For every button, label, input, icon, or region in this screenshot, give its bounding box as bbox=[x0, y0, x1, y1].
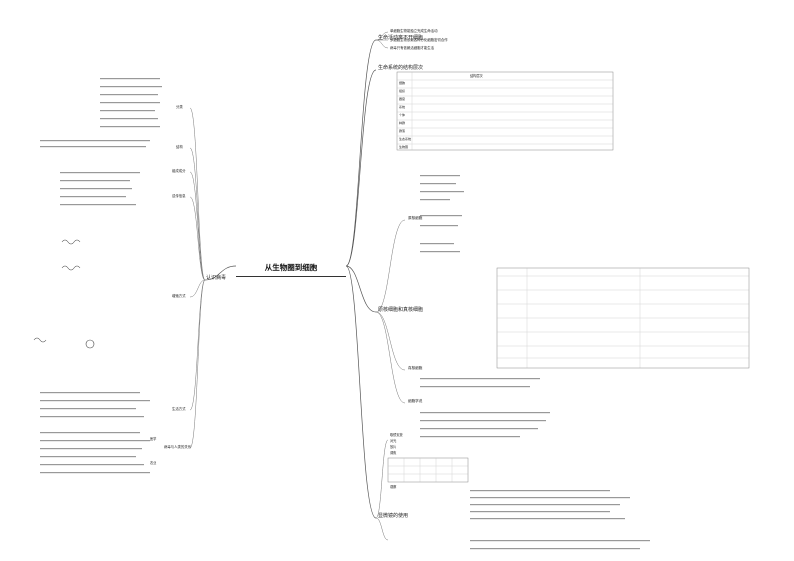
microscope-step: 取镜安放 bbox=[390, 433, 403, 437]
center-topic[interactable]: 从生物圈到细胞 bbox=[236, 258, 346, 277]
level-row: 组织 bbox=[399, 89, 406, 93]
virus-capsid-icon bbox=[85, 339, 95, 349]
level-row: 群落 bbox=[399, 129, 406, 133]
levels-table-header: 结构层次 bbox=[470, 74, 483, 78]
level-row: 系统 bbox=[399, 105, 406, 109]
branch-cells[interactable]: 原核细胞和真核细胞 bbox=[378, 307, 424, 313]
branch-levels[interactable]: 生命系统的结构层次 bbox=[378, 65, 424, 71]
cell-type-eukaryote: 真核细胞 bbox=[408, 366, 423, 370]
connector-microscope bbox=[345, 265, 377, 519]
reading-genetic: 遗传信息 bbox=[172, 194, 186, 198]
level-row: 个体 bbox=[399, 113, 406, 117]
activity-item-3: 病毒只有依赖活细胞才能生活 bbox=[390, 46, 435, 50]
reading-harm: 病毒与人类的关系 bbox=[164, 445, 192, 449]
reading-classify: 分类 bbox=[176, 105, 183, 109]
dna-strand-icon bbox=[61, 265, 81, 271]
branch-microscope[interactable]: 显微镜的使用 bbox=[378, 513, 409, 519]
connector-reading bbox=[204, 265, 237, 281]
connector-activity bbox=[345, 39, 377, 267]
microscope-step: 观察 bbox=[390, 485, 397, 489]
reading-life: 生活方式 bbox=[172, 407, 186, 411]
virus-rna-icon bbox=[33, 337, 47, 343]
cell-theory: 细胞学说 bbox=[408, 399, 423, 403]
reading-replication: 增殖方式 bbox=[172, 294, 186, 298]
connector-levels bbox=[345, 69, 377, 267]
connector-cells bbox=[345, 265, 377, 313]
branch-activity[interactable]: 生命活动离不开细胞 bbox=[378, 35, 424, 41]
activity-item-1: 单细胞生物能独立完成生命活动 bbox=[390, 29, 438, 33]
level-row: 生物圈 bbox=[399, 145, 409, 149]
reading-agri: 农业 bbox=[150, 461, 157, 465]
rna-strand-icon bbox=[61, 239, 81, 245]
reading-medical: 医学 bbox=[150, 437, 157, 441]
level-row: 细胞 bbox=[399, 81, 406, 85]
cell-type-prokaryote: 原核细胞 bbox=[408, 216, 423, 220]
microscope-step: 对光 bbox=[390, 439, 397, 443]
microscope-step: 放片 bbox=[390, 445, 397, 449]
activity-item-2: 多细胞生物依赖各种分化细胞密切合作 bbox=[390, 38, 448, 42]
reading-composition: 组成成分 bbox=[172, 169, 186, 173]
branch-reading[interactable]: 认识病毒 bbox=[206, 275, 227, 281]
reading-structure: 结构 bbox=[176, 145, 183, 149]
microscope-step: 调焦 bbox=[390, 451, 397, 455]
level-row: 生态系统 bbox=[399, 137, 412, 141]
level-row: 种群 bbox=[399, 121, 406, 125]
level-row: 器官 bbox=[399, 97, 406, 101]
